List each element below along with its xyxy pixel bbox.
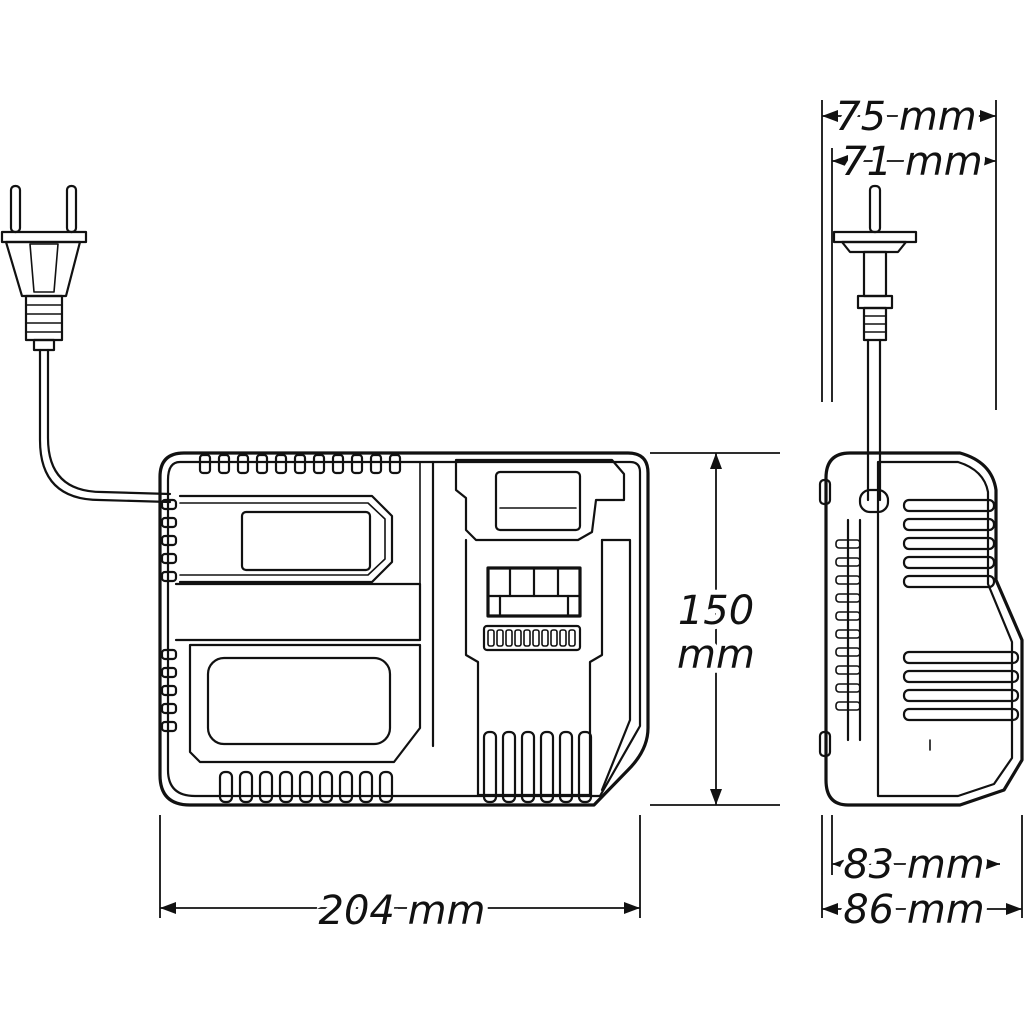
front-battery-slot bbox=[454, 458, 626, 804]
side-top-dimensions: 75 mm 71 mm bbox=[821, 89, 997, 410]
side-top-outer-label: 75 mm bbox=[835, 94, 977, 140]
side-bottom-dimensions: 83 mm 86 mm bbox=[821, 815, 1023, 938]
front-bottom-vents bbox=[218, 770, 394, 804]
front-top-vents bbox=[198, 453, 402, 475]
front-display-window bbox=[240, 510, 372, 572]
side-lower-vents bbox=[902, 650, 1020, 722]
side-bottom-inner-label: 83 mm bbox=[843, 842, 985, 888]
height-dimension: 150 mm bbox=[650, 452, 780, 806]
width-label: 204 mm bbox=[319, 888, 486, 934]
side-bottom-outer-label: 86 mm bbox=[843, 887, 985, 933]
side-upper-vents bbox=[902, 498, 996, 589]
height-value-label: 150 bbox=[678, 588, 754, 634]
side-top-inner-label: 71 mm bbox=[841, 139, 983, 185]
height-unit-label: mm bbox=[677, 632, 755, 678]
front-plug bbox=[0, 184, 88, 352]
front-label-panel bbox=[188, 643, 422, 764]
front-label-window bbox=[206, 656, 392, 746]
side-left-vents bbox=[835, 539, 861, 711]
side-view-charger bbox=[818, 184, 1024, 807]
front-display-panel bbox=[178, 494, 394, 584]
front-left-vents bbox=[160, 498, 178, 733]
width-dimension: 204 mm bbox=[159, 815, 641, 939]
side-plug bbox=[832, 184, 918, 342]
side-housing bbox=[824, 451, 1024, 807]
front-view-charger bbox=[0, 184, 650, 807]
front-cable bbox=[38, 348, 172, 504]
front-housing bbox=[158, 451, 650, 807]
